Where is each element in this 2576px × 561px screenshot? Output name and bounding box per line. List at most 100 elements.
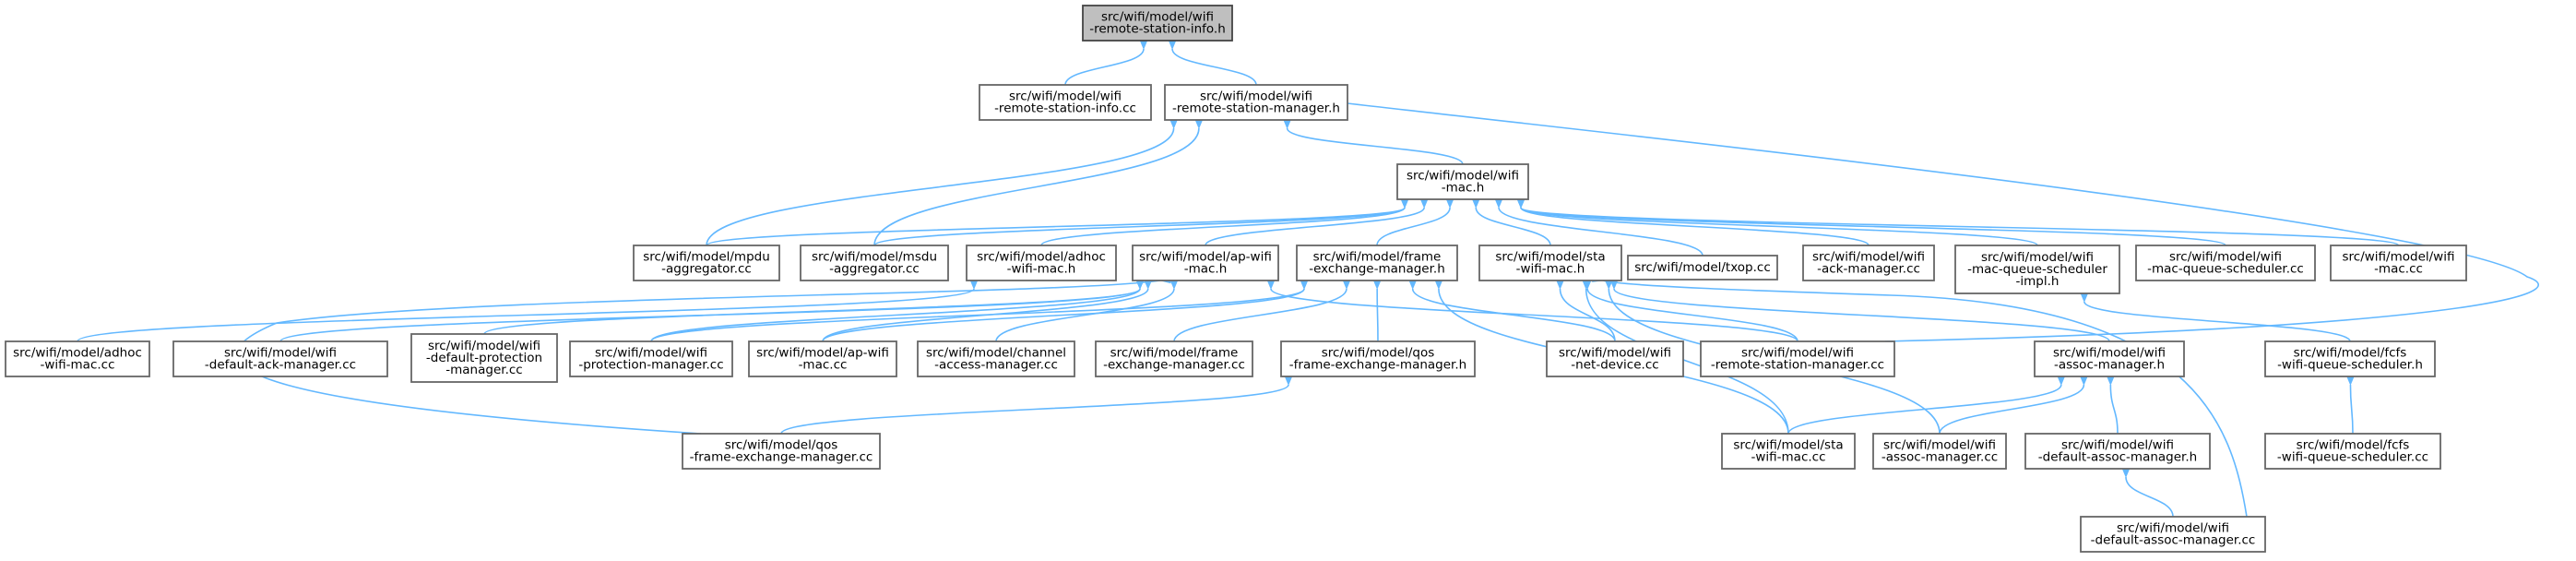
- edge-mac-h-to-ap-h: [1205, 197, 1430, 246]
- edge-mac-h-to-mac-cc: [1515, 197, 2400, 246]
- edge-mac-h-to-mpdu: [706, 197, 1410, 246]
- node-mqs-cc[interactable]: src/wifi/model/wifi-mac-queue-scheduler.…: [2135, 245, 2316, 281]
- node-label-line: -default-protection: [426, 351, 542, 365]
- node-rsm-cc[interactable]: src/wifi/model/wifi-remote-station-manag…: [1700, 340, 1895, 377]
- node-label-line: -aggregator.cc: [661, 262, 752, 277]
- edge-rsm-h-to-mac-h: [1282, 117, 1464, 165]
- node-rsm-h[interactable]: src/wifi/model/wifi-remote-station-manag…: [1164, 84, 1348, 121]
- edge-fem-h-to-prot-mgr: [650, 278, 1310, 342]
- node-box: [2034, 340, 2185, 377]
- edges-layer: [77, 38, 2539, 518]
- node-label-line: src/wifi/model/wifi: [1200, 90, 1312, 104]
- node-dam-cc[interactable]: src/wifi/model/wifi-default-assoc-manage…: [2080, 516, 2266, 553]
- node-label-line: -exchange-manager.h: [1309, 262, 1445, 277]
- node-box: [1280, 340, 1476, 377]
- node-dam-h[interactable]: src/wifi/model/wifi-default-assoc-manage…: [2024, 433, 2211, 470]
- node-label-line: src/wifi/model/fcfs: [2297, 438, 2410, 453]
- node-label-line: -remote-station-manager.h: [1172, 101, 1340, 116]
- node-ack-mgr[interactable]: src/wifi/model/wifi-ack-manager.cc: [1802, 245, 1935, 281]
- edge-ap-h-to-def-prot: [483, 278, 1146, 335]
- node-fcfs-cc[interactable]: src/wifi/model/fcfs-wifi-queue-scheduler…: [2264, 433, 2441, 470]
- node-sta-h[interactable]: src/wifi/model/sta-wifi-mac.h: [1478, 245, 1622, 281]
- node-label-line: src/wifi/model/sta: [1733, 438, 1843, 453]
- edge-ap-h-to-prot-mgr: [650, 278, 1146, 342]
- edge-ap-h-to-rsm-cc: [1265, 278, 1798, 342]
- edge-mac-h-to-adhoc-h: [1040, 197, 1410, 246]
- node-qos-cc[interactable]: src/wifi/model/qos-frame-exchange-manage…: [682, 433, 881, 470]
- node-netdev[interactable]: src/wifi/model/wifi-net-device.cc: [1546, 340, 1684, 377]
- node-label-line: -mac-queue-scheduler.cc: [2147, 262, 2304, 277]
- node-label-line: -default-assoc-manager.cc: [2091, 533, 2256, 548]
- node-def-prot[interactable]: src/wifi/model/wifi-default-protection-m…: [410, 333, 558, 383]
- node-box: [1132, 245, 1279, 281]
- node-box: [633, 245, 780, 281]
- node-sta-cc[interactable]: src/wifi/model/sta-wifi-mac.cc: [1721, 433, 1856, 470]
- node-label-line: -remote-station-manager.cc: [1711, 358, 1884, 373]
- node-label-line: src/wifi/model/wifi: [1741, 346, 1854, 361]
- node-label-line: src/wifi/model/wifi: [1407, 169, 1519, 184]
- node-prot-mgr[interactable]: src/wifi/model/wifi-protection-manager.c…: [569, 340, 733, 377]
- node-box: [2330, 245, 2467, 281]
- edge-mac-h-to-ack-mgr: [1515, 197, 1870, 246]
- node-mac-cc[interactable]: src/wifi/model/wifi-mac.cc: [2330, 245, 2467, 281]
- node-label-line: -wifi-mac.cc: [1751, 450, 1825, 465]
- node-assoc-h[interactable]: src/wifi/model/wifi-assoc-manager.h: [2034, 340, 2185, 377]
- edge-fcfs-h-to-fcfs-cc: [2345, 374, 2356, 435]
- node-label-line: src/wifi/model/wifi: [2117, 521, 2229, 536]
- node-label-line: -mac.h: [1442, 181, 1485, 196]
- node-label-line: -wifi-queue-scheduler.cc: [2277, 450, 2428, 465]
- edge-sta-h-to-netdev: [1555, 278, 1616, 342]
- edge-qos-h-to-qos-cc: [780, 374, 1294, 435]
- node-qos-h[interactable]: src/wifi/model/qos-frame-exchange-manage…: [1280, 340, 1476, 377]
- node-box: [800, 245, 949, 281]
- node-label-line: src/wifi/model/adhoc: [977, 250, 1106, 265]
- node-fem-cc[interactable]: src/wifi/model/frame-exchange-manager.cc: [1095, 340, 1253, 377]
- node-label-line: -wifi-mac.cc: [40, 358, 114, 373]
- node-label-line: -impl.h: [2016, 274, 2060, 289]
- node-def-ack[interactable]: src/wifi/model/wifi-default-ack-manager.…: [172, 340, 388, 377]
- node-mqs-impl[interactable]: src/wifi/model/wifi-mac-queue-scheduler-…: [1954, 245, 2120, 294]
- node-label-line: -access-manager.cc: [934, 358, 1058, 373]
- node-fcfs-h[interactable]: src/wifi/model/fcfs-wifi-queue-scheduler…: [2264, 340, 2436, 377]
- node-label-line: -wifi-mac.h: [1516, 262, 1585, 277]
- node-label-line: src/wifi/model/frame: [1110, 346, 1239, 361]
- node-label-line: src/wifi/model/mpdu: [643, 250, 770, 265]
- node-box: [1954, 245, 2120, 294]
- nodes-layer: src/wifi/model/wifi -remote-station-info.…: [5, 5, 2467, 553]
- node-label-line: -assoc-manager.cc: [1882, 450, 1998, 465]
- node-label-line: -wifi-queue-scheduler.h: [2277, 358, 2423, 373]
- node-mac-h[interactable]: src/wifi/model/wifi-mac.h: [1396, 163, 1529, 200]
- node-label-line: src/wifi/model/channel: [926, 346, 1066, 361]
- node-rsi-cc[interactable]: src/wifi/model/wifi-remote-station-info.…: [979, 84, 1152, 121]
- node-label-line: src/wifi/model/wifi: [2061, 438, 2174, 453]
- edge-dam-h-to-dam-cc: [2120, 466, 2174, 518]
- node-label-line: -mac.cc: [2374, 262, 2423, 277]
- node-fem-h[interactable]: src/wifi/model/frame-exchange-manager.h: [1296, 245, 1458, 281]
- edge-rsm-h-to-msdu: [873, 117, 1204, 246]
- node-box: [1700, 340, 1895, 377]
- node-label-line: -mac.cc: [799, 358, 848, 373]
- edge-mac-h-to-fem-h: [1376, 197, 1455, 246]
- node-label-line: src/wifi/model/sta: [1495, 250, 1605, 265]
- node-box: [172, 340, 388, 377]
- node-txop[interactable]: src/wifi/model/txop.cc: [1627, 255, 1778, 280]
- node-label-line: src/wifi/model/ap-wifi: [1139, 250, 1272, 265]
- node-ap-cc[interactable]: src/wifi/model/ap-wifi-mac.cc: [748, 340, 897, 377]
- node-label-line: -default-ack-manager.cc: [205, 358, 356, 373]
- node-ap-h[interactable]: src/wifi/model/ap-wifi-mac.h: [1132, 245, 1279, 281]
- node-label-line: -mac-queue-scheduler: [1967, 262, 2107, 277]
- node-mpdu[interactable]: src/wifi/model/mpdu-aggregator.cc: [633, 245, 780, 281]
- edge-mac-h-to-txop: [1493, 197, 1703, 257]
- node-msdu[interactable]: src/wifi/model/msdu-aggregator.cc: [800, 245, 949, 281]
- node-label-line: -mac.h: [1184, 262, 1228, 277]
- edge-mac-h-to-mqs-cc: [1515, 197, 2226, 246]
- edge-mac-h-to-sta-h: [1471, 197, 1551, 246]
- node-label-line: -remote-station-info.h: [1089, 22, 1226, 37]
- node-adhoc-h[interactable]: src/wifi/model/adhoc-wifi-mac.h: [966, 245, 1117, 281]
- node-chan[interactable]: src/wifi/model/channel-access-manager.cc: [917, 340, 1075, 377]
- node-adhoc-cc[interactable]: src/wifi/model/adhoc-wifi-mac.cc: [5, 340, 150, 377]
- node-box: [1872, 433, 2007, 470]
- node-root[interactable]: src/wifi/model/wifi-remote-station-info.…: [1082, 5, 1233, 42]
- node-label-line: -remote-station-info.cc: [994, 101, 1136, 116]
- node-assoc-cc[interactable]: src/wifi/model/wifi-assoc-manager.cc: [1872, 433, 2007, 470]
